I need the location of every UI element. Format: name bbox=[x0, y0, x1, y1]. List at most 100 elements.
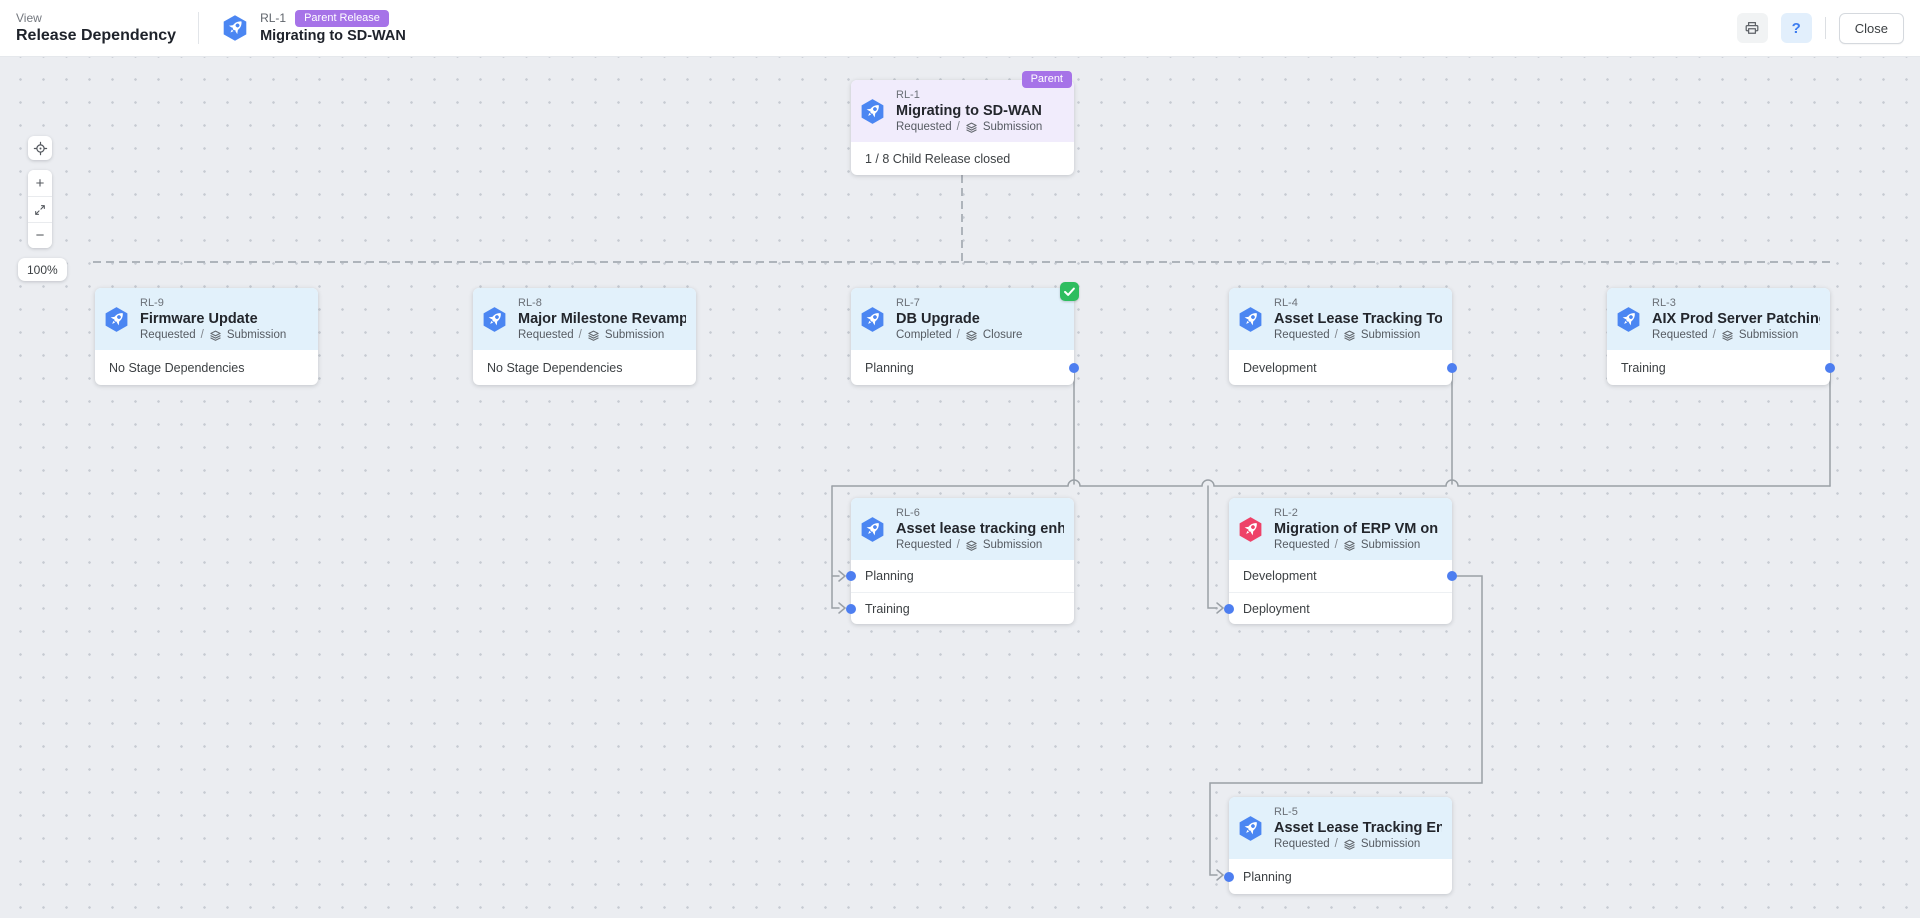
card-status: Requested / Submission bbox=[518, 328, 686, 343]
stage-layers-icon bbox=[965, 329, 978, 342]
release-card-rl8[interactable]: RL-8 Major Milestone Revamp Requested / … bbox=[473, 288, 696, 385]
topbar-divider bbox=[198, 12, 200, 44]
release-header-block: RL-1 Parent Release Migrating to SD-WAN bbox=[221, 10, 406, 46]
stage-row: Planning bbox=[851, 350, 1079, 385]
connection-dot bbox=[1224, 871, 1234, 882]
view-block: View Release Dependency bbox=[16, 11, 176, 46]
printer-icon bbox=[1744, 20, 1760, 36]
stage-value: Submission bbox=[1738, 328, 1799, 341]
status-separator: / bbox=[956, 120, 960, 133]
card-header: RL-6 Asset lease tracking enh... Request… bbox=[851, 498, 1074, 560]
card-title: Firmware Update bbox=[140, 310, 258, 327]
rocket-icon bbox=[859, 306, 886, 333]
zoom-in-button[interactable]: + bbox=[28, 170, 52, 196]
completed-check-badge bbox=[1060, 282, 1079, 301]
card-header: RL-5 Asset Lease Tracking En... Requeste… bbox=[1229, 797, 1452, 859]
help-button[interactable]: ? bbox=[1780, 13, 1812, 43]
rocket-icon bbox=[859, 516, 886, 543]
stage-layers-icon bbox=[1343, 539, 1356, 552]
stage-value: Submission bbox=[982, 538, 1043, 551]
card-id: RL-4 bbox=[1274, 296, 1298, 309]
release-card-rl2[interactable]: RL-2 Migration of ERP VM on ... Requeste… bbox=[1224, 498, 1457, 624]
view-label: View bbox=[16, 10, 42, 25]
card-header: RL-8 Major Milestone Revamp Requested / … bbox=[473, 288, 696, 350]
release-card-rl7[interactable]: RL-7 DB Upgrade Completed / Closure Plan… bbox=[851, 282, 1079, 385]
dependency-canvas[interactable] bbox=[0, 57, 1920, 918]
status-value: Requested bbox=[1274, 837, 1330, 850]
card-header: RL-4 Asset Lease Tracking To... Requeste… bbox=[1229, 288, 1452, 350]
rocket-icon bbox=[1237, 306, 1264, 333]
expand-icon bbox=[33, 203, 47, 217]
connection-dot bbox=[1825, 362, 1835, 373]
status-separator: / bbox=[1334, 837, 1338, 850]
parent-badge: Parent bbox=[1021, 71, 1072, 88]
card-status: Requested / Submission bbox=[1274, 328, 1442, 343]
card-id: RL-5 bbox=[1274, 805, 1298, 818]
card-status: Requested / Submission bbox=[1652, 328, 1820, 343]
release-id: RL-1 bbox=[260, 11, 287, 25]
stage-layers-icon bbox=[965, 539, 978, 552]
fit-view-button[interactable] bbox=[28, 196, 52, 222]
close-button[interactable]: Close bbox=[1838, 12, 1904, 44]
locate-button[interactable] bbox=[28, 136, 52, 160]
stage-layers-icon bbox=[1343, 838, 1356, 851]
stage-row: Training bbox=[846, 592, 1074, 624]
stage-value: Submission bbox=[604, 328, 665, 341]
print-button[interactable] bbox=[1736, 13, 1768, 43]
card-title: Major Milestone Revamp bbox=[518, 310, 686, 327]
release-meta: RL-1 Parent Release Migrating to SD-WAN bbox=[260, 10, 406, 46]
release-card-rl3[interactable]: RL-3 AIX Prod Server Patching Requested … bbox=[1607, 288, 1835, 385]
stage-layers-icon bbox=[1343, 329, 1356, 342]
stage-row: Planning bbox=[1224, 859, 1452, 894]
stage-layers-icon bbox=[1721, 329, 1734, 342]
status-value: Requested bbox=[518, 328, 574, 341]
stage-row: Deployment bbox=[1224, 592, 1452, 624]
status-separator: / bbox=[1334, 328, 1338, 341]
stage-layers-icon bbox=[965, 121, 978, 134]
card-id: RL-1 bbox=[896, 88, 920, 101]
release-rocket-icon bbox=[221, 14, 249, 42]
release-card-rl6[interactable]: RL-6 Asset lease tracking enh... Request… bbox=[846, 498, 1074, 624]
stage-value: Submission bbox=[1360, 328, 1421, 341]
question-mark-icon: ? bbox=[1791, 19, 1801, 37]
rocket-icon bbox=[859, 98, 886, 125]
card-id: RL-9 bbox=[140, 296, 164, 309]
card-id: RL-3 bbox=[1652, 296, 1676, 309]
rocket-icon bbox=[1237, 516, 1264, 543]
page-title: Release Dependency bbox=[16, 26, 177, 44]
zoom-controls: + − bbox=[28, 170, 52, 248]
rocket-icon bbox=[1237, 815, 1264, 842]
status-separator: / bbox=[1712, 328, 1716, 341]
actions-divider bbox=[1824, 17, 1826, 39]
stage-value: Submission bbox=[982, 120, 1043, 133]
rocket-icon bbox=[103, 306, 130, 333]
release-card-rl4[interactable]: RL-4 Asset Lease Tracking To... Requeste… bbox=[1229, 288, 1457, 385]
connection-dot bbox=[1447, 362, 1457, 373]
status-value: Completed bbox=[896, 328, 952, 341]
status-value: Requested bbox=[1274, 328, 1330, 341]
card-status: Requested / Submission bbox=[1274, 538, 1442, 553]
card-id: RL-6 bbox=[896, 506, 920, 519]
card-header: RL-7 DB Upgrade Completed / Closure bbox=[851, 288, 1074, 350]
release-card-rl5[interactable]: RL-5 Asset Lease Tracking En... Requeste… bbox=[1224, 797, 1452, 894]
card-title: Migrating to SD-WAN bbox=[896, 102, 1042, 119]
stage-value: Closure bbox=[982, 328, 1023, 341]
card-status: Requested / Submission bbox=[1274, 837, 1442, 852]
card-header: RL-9 Firmware Update Requested / Submiss… bbox=[95, 288, 318, 350]
zoom-level: 100% bbox=[18, 258, 67, 281]
connection-dot bbox=[846, 571, 856, 581]
rocket-icon bbox=[1615, 306, 1642, 333]
zoom-out-button[interactable]: − bbox=[28, 222, 52, 248]
stage-layers-icon bbox=[209, 329, 222, 342]
stage-layers-icon bbox=[587, 329, 600, 342]
status-value: Requested bbox=[140, 328, 196, 341]
stage-value: Submission bbox=[1360, 538, 1421, 551]
release-card-rl1[interactable]: Parent RL-1 Migrating to SD-WAN Requeste… bbox=[851, 71, 1074, 175]
card-status: Requested / Submission bbox=[896, 120, 1042, 135]
card-status: Requested / Submission bbox=[896, 538, 1064, 553]
connection-dot bbox=[1224, 603, 1234, 614]
card-title: Asset Lease Tracking To... bbox=[1274, 310, 1442, 327]
status-separator: / bbox=[1334, 538, 1338, 551]
stage-row: Development bbox=[1229, 560, 1457, 592]
release-card-rl9[interactable]: RL-9 Firmware Update Requested / Submiss… bbox=[95, 288, 318, 385]
